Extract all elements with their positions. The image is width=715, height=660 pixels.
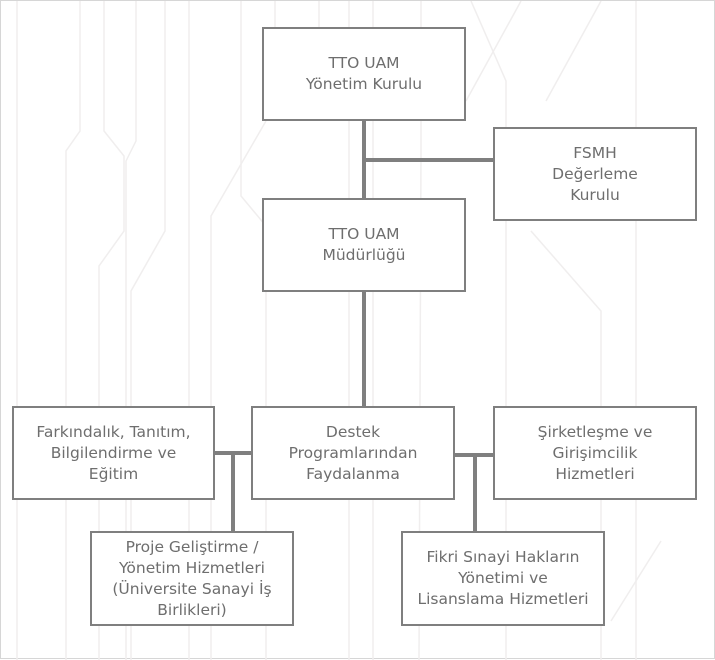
connector-board-fsmh	[364, 158, 495, 162]
node-board: TTO UAM Yönetim Kurulu	[262, 27, 466, 121]
node-company: Şirketleşme ve Girişimcilik Hizmetleri	[493, 406, 697, 500]
connector-awareness-project	[231, 453, 235, 533]
node-support: Destek Programlarından Faydalanma	[251, 406, 455, 500]
node-project: Proje Geliştirme / Yönetim Hizmetleri (Ü…	[90, 531, 294, 626]
connector-directorate-support	[362, 290, 366, 408]
node-directorate: TTO UAM Müdürlüğü	[262, 198, 466, 292]
node-awareness: Farkındalık, Tanıtım, Bilgilendirme ve E…	[12, 406, 215, 500]
connector-support-ip	[473, 455, 477, 533]
node-ip: Fikri Sınayi Hakların Yönetimi ve Lisans…	[401, 531, 605, 626]
node-fsmh: FSMH Değerleme Kurulu	[493, 127, 697, 221]
